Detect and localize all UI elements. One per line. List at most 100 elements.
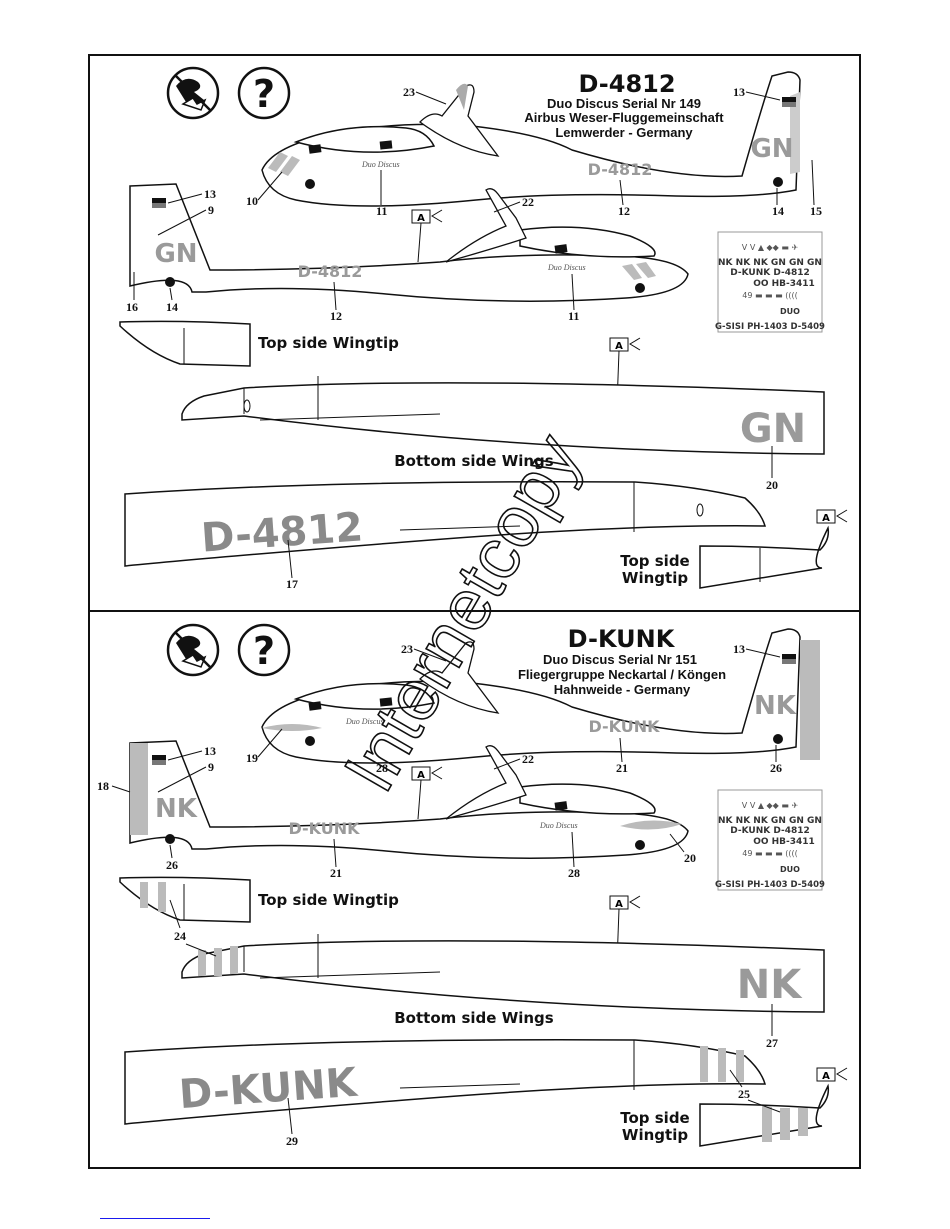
bottom-wing: GN Bottom side Wings bbox=[181, 376, 825, 470]
svg-text:Duo Discus: Duo Discus bbox=[539, 821, 578, 830]
svg-text:21: 21 bbox=[616, 761, 628, 775]
svg-text:G-SISI PH-1403 D-5409: G-SISI PH-1403 D-5409 bbox=[715, 322, 825, 332]
svg-text:20: 20 bbox=[766, 478, 778, 492]
svg-text:A: A bbox=[822, 513, 830, 524]
top-line2: Airbus Weser-Fluggemeinschaft bbox=[524, 110, 724, 125]
footer-link-underline[interactable] bbox=[100, 1218, 210, 1219]
svg-text:V V ▲ ◆◆ ▬ ✈: V V ▲ ◆◆ ▬ ✈ bbox=[742, 243, 799, 252]
top-tail-code: GN bbox=[750, 134, 793, 164]
svg-text:A: A bbox=[417, 213, 425, 224]
svg-text:?: ? bbox=[253, 72, 275, 116]
svg-text:13: 13 bbox=[204, 187, 216, 201]
top-wingtip-left-2: Top side Wingtip bbox=[119, 876, 399, 923]
top-line3: Lemwerder - Germany bbox=[555, 125, 693, 140]
svg-text:12: 12 bbox=[330, 309, 342, 323]
svg-text:NK NK NK GN GN GN: NK NK NK GN GN GN bbox=[718, 258, 822, 268]
svg-text:A: A bbox=[417, 770, 425, 781]
svg-text:D-KUNK D-4812: D-KUNK D-4812 bbox=[730, 268, 810, 278]
svg-text:27: 27 bbox=[766, 1036, 778, 1050]
svg-text:26: 26 bbox=[166, 858, 178, 872]
top-title: D-4812 bbox=[578, 70, 675, 98]
svg-text:15: 15 bbox=[810, 204, 822, 218]
glider-side-view-right-2: D-KUNK NK Duo Discus bbox=[261, 628, 820, 764]
svg-text:14: 14 bbox=[772, 204, 784, 218]
top-wingtip-label: Top side Wingtip bbox=[258, 334, 399, 352]
svg-text:OO HB-3411: OO HB-3411 bbox=[753, 279, 815, 289]
svg-text:49 ▬ ▬ ▬ ((((: 49 ▬ ▬ ▬ (((( bbox=[742, 849, 798, 858]
svg-text:13: 13 bbox=[733, 85, 745, 99]
svg-text:NK NK NK GN GN GN: NK NK NK GN GN GN bbox=[718, 816, 822, 826]
svg-text:DUO: DUO bbox=[780, 865, 800, 874]
svg-text:29: 29 bbox=[286, 1134, 298, 1148]
top-wingtip-left: Top side Wingtip bbox=[119, 320, 399, 367]
no-glue-icon-2 bbox=[166, 623, 220, 677]
svg-text:10: 10 bbox=[246, 194, 258, 208]
top-callouts: 23 13 10 11 12 14 15 13 9 22 16 14 12 bbox=[126, 85, 822, 591]
svg-text:24: 24 bbox=[174, 929, 186, 943]
bottom-line3: Hahnweide - Germany bbox=[554, 682, 691, 697]
svg-text:26: 26 bbox=[770, 761, 782, 775]
glider-side-view-left: D-4812 GN Duo Discus bbox=[129, 183, 689, 302]
marker-a-3: A bbox=[411, 766, 443, 820]
bottom-callouts: 23 13 19 28 21 26 13 9 18 22 26 21 28 bbox=[97, 642, 782, 1148]
svg-text:22: 22 bbox=[522, 752, 534, 766]
bottom-panel-frame bbox=[88, 610, 861, 1169]
bottom-tail-code: NK bbox=[754, 691, 797, 721]
svg-text:23: 23 bbox=[401, 642, 413, 656]
svg-text:V V ▲ ◆◆ ▬ ✈: V V ▲ ◆◆ ▬ ✈ bbox=[742, 801, 799, 810]
svg-text:Duo Discus: Duo Discus bbox=[361, 160, 400, 169]
svg-text:OO HB-3411: OO HB-3411 bbox=[753, 837, 815, 847]
top-wing: D-4812 bbox=[124, 481, 766, 567]
svg-text:Duo Discus: Duo Discus bbox=[547, 263, 586, 272]
bottom-title: D-KUNK bbox=[568, 625, 676, 653]
svg-text:13: 13 bbox=[204, 744, 216, 758]
bottom-line2: Fliegergruppe Neckartal / Köngen bbox=[518, 667, 726, 682]
svg-text:22: 22 bbox=[522, 195, 534, 209]
no-glue-icon bbox=[166, 66, 220, 120]
bottom-tail-code-2: NK bbox=[155, 794, 198, 824]
top-tail-code-2: GN bbox=[154, 239, 197, 269]
svg-text:21: 21 bbox=[330, 866, 342, 880]
svg-text:49 ▬ ▬ ▬ ((((: 49 ▬ ▬ ▬ (((( bbox=[742, 291, 798, 300]
wingtip-label-2: Wingtip bbox=[622, 1126, 688, 1144]
bottom-panel: ? D-KUNK Duo Discus Serial Nr 151 Fliege… bbox=[97, 623, 848, 1148]
bottom-wing-code: NK bbox=[737, 962, 803, 1008]
top-wingtip-label-2: Top side Wingtip bbox=[258, 891, 399, 909]
svg-text:25: 25 bbox=[738, 1087, 750, 1101]
top-side-label: Top side bbox=[620, 552, 690, 570]
top-wingtip-right-2: Top side Wingtip A bbox=[620, 1067, 848, 1147]
svg-text:20: 20 bbox=[684, 851, 696, 865]
bottom-line1: Duo Discus Serial Nr 151 bbox=[543, 652, 697, 667]
svg-text:23: 23 bbox=[403, 85, 415, 99]
glider-side-view-right: D-4812 GN Duo Discus bbox=[261, 71, 801, 207]
svg-text:Duo Discus: Duo Discus bbox=[345, 717, 384, 726]
bottom-wings-label: Bottom side Wings bbox=[394, 452, 554, 470]
svg-text:A: A bbox=[615, 899, 623, 910]
svg-text:DUO: DUO bbox=[780, 307, 800, 316]
svg-text:11: 11 bbox=[568, 309, 579, 323]
question-icon: ? bbox=[237, 66, 291, 120]
svg-text:A: A bbox=[822, 1071, 830, 1082]
svg-text:G-SISI PH-1403 D-5409: G-SISI PH-1403 D-5409 bbox=[715, 880, 825, 890]
svg-text:A: A bbox=[615, 341, 623, 352]
top-side-label-2: Top side bbox=[620, 1109, 690, 1127]
svg-text:D-KUNK D-4812: D-KUNK D-4812 bbox=[730, 826, 810, 836]
svg-text:9: 9 bbox=[208, 203, 214, 217]
decal-sheet-thumbnail: V V ▲ ◆◆ ▬ ✈ NK NK NK GN GN GN D-KUNK D-… bbox=[715, 231, 825, 333]
decal-sheet-thumbnail-2: V V ▲ ◆◆ ▬ ✈ NK NK NK GN GN GN D-KUNK D-… bbox=[715, 789, 825, 891]
top-wingtip-right: Top side Wingtip A bbox=[620, 509, 848, 589]
svg-text:14: 14 bbox=[166, 300, 178, 314]
svg-text:19: 19 bbox=[246, 751, 258, 765]
bottom-side-reg-2: D-KUNK bbox=[288, 819, 360, 838]
svg-text:9: 9 bbox=[208, 760, 214, 774]
top-wing-reg: D-4812 bbox=[200, 504, 365, 561]
bottom-wing-2: NK Bottom side Wings bbox=[181, 934, 825, 1027]
svg-text:17: 17 bbox=[286, 577, 298, 591]
svg-text:13: 13 bbox=[733, 642, 745, 656]
top-line1: Duo Discus Serial Nr 149 bbox=[547, 96, 701, 111]
svg-text:?: ? bbox=[253, 629, 275, 673]
marker-a-1: A bbox=[411, 209, 443, 263]
bottom-side-reg: D-KUNK bbox=[588, 717, 660, 736]
top-side-reg-2: D-4812 bbox=[298, 262, 363, 281]
